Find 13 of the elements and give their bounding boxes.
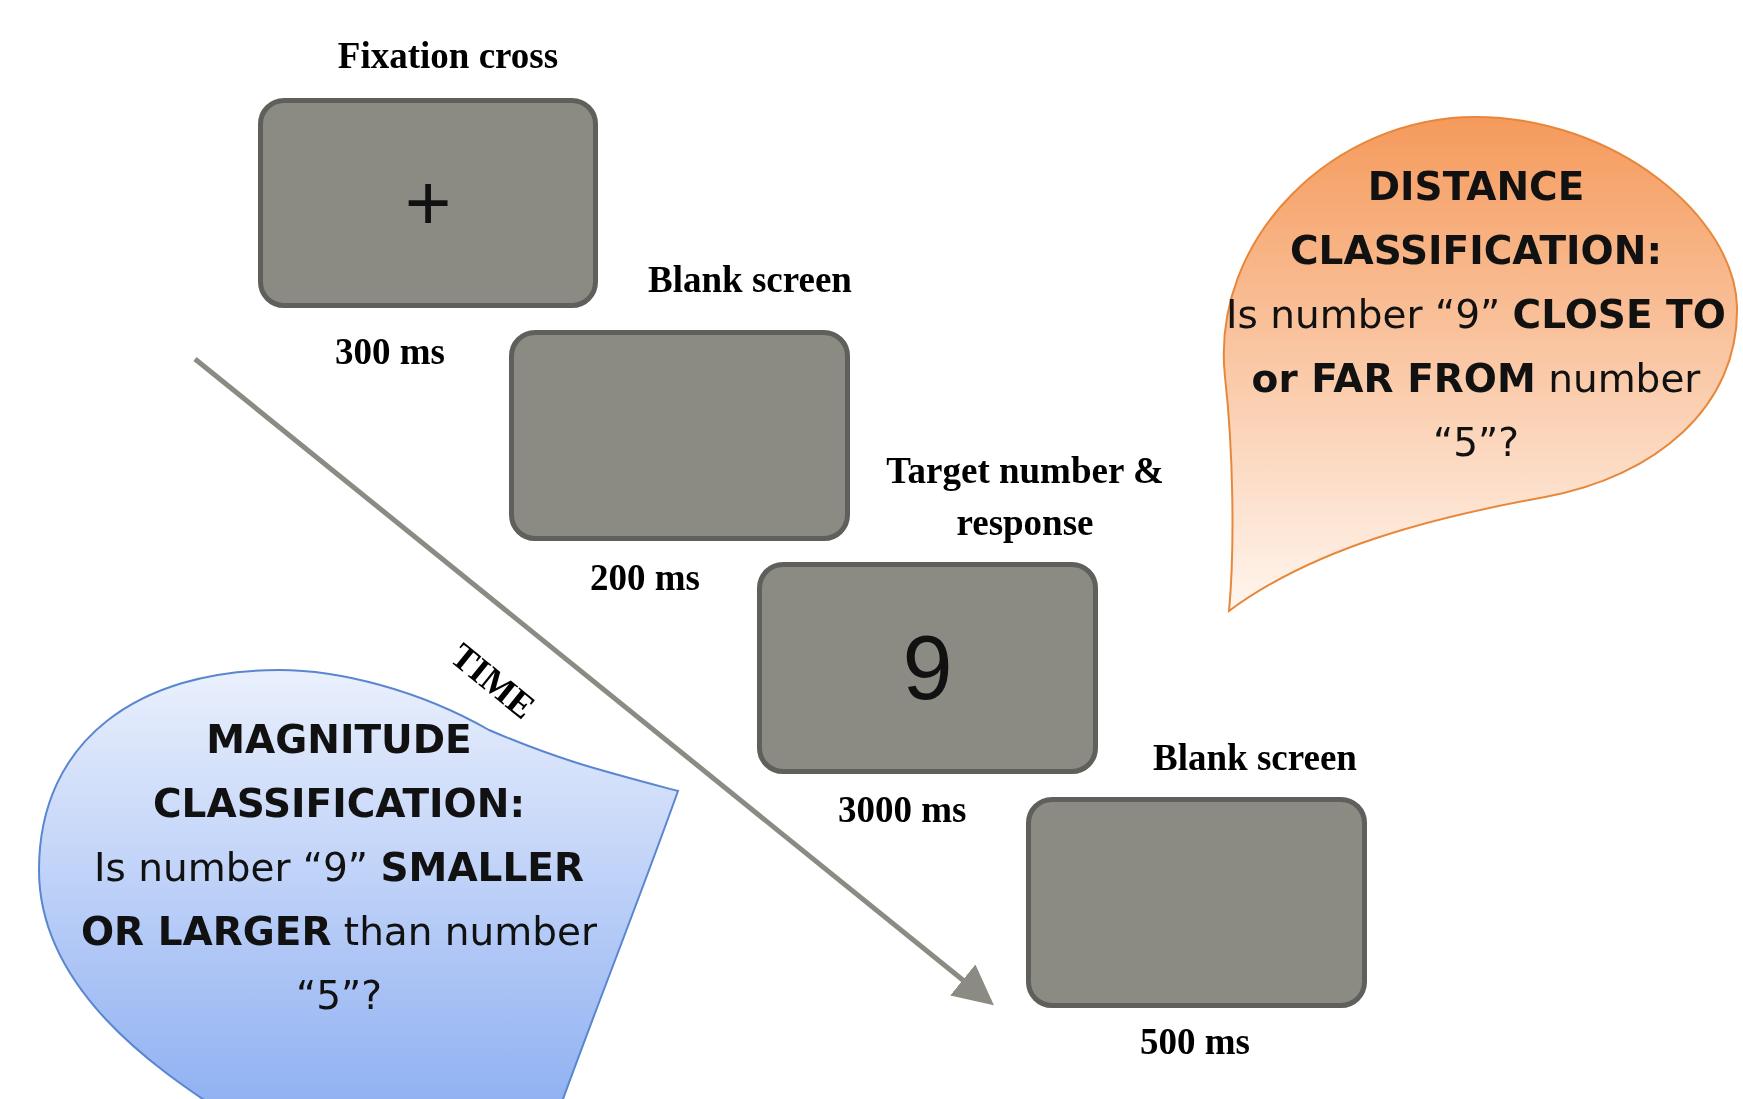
bubble-question: Is number “9” CLOSE TO or FAR FROM number “5”? <box>1225 291 1727 467</box>
screen-title: Blank screen <box>647 258 853 302</box>
stimulus-symbol: 9 <box>902 616 953 720</box>
duration-label: 300 ms <box>335 330 445 373</box>
bubble-question: Is number “9” SMALLER OR LARGER than number “5”? <box>79 844 599 1020</box>
bubble-heading: DISTANCE CLASSIFICATION: <box>1289 163 1663 275</box>
screen-title: Fixation cross <box>336 34 560 78</box>
stimulus-symbol: + <box>404 157 452 249</box>
screen-title: Blank screen <box>1152 736 1358 780</box>
duration-label: 3000 ms <box>838 788 967 831</box>
screen-title: Target number & response <box>885 449 1165 545</box>
duration-label: 200 ms <box>590 556 700 599</box>
duration-label: 500 ms <box>1140 1020 1250 1063</box>
